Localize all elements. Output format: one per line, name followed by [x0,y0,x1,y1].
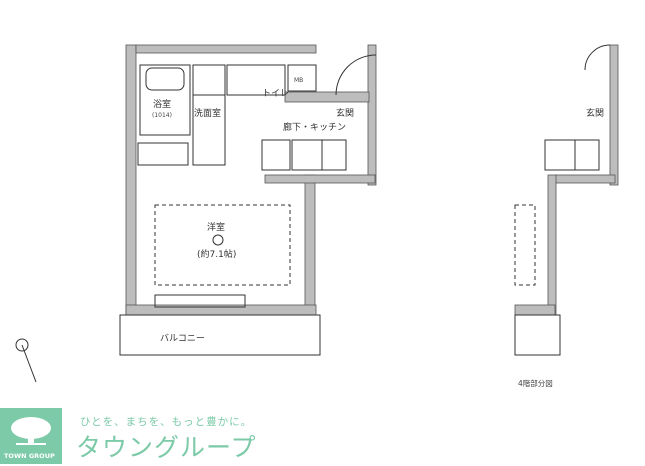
wall-mid [264,174,376,184]
partial-wall-lower [547,174,557,316]
town-group-logo: TOWN GROUP [0,408,62,464]
washroom-outline [192,94,226,166]
partial-balcony [514,314,561,356]
ceiling-light-icon [212,234,224,246]
fridge-space [261,139,291,171]
partial-wall-right [609,44,619,186]
partial-entrance-label: 玄関 [586,107,604,119]
toilet-label: トイレ [262,89,289,99]
wall-inner [284,91,370,103]
bathtub [145,67,185,91]
partial-stove [574,139,600,171]
brand-tagline: ひとを、まちを、もっと豊かに。 [80,416,253,428]
partial-wall-bottom [514,304,556,316]
wall-top [135,44,317,54]
partial-wall-mid [554,174,616,184]
sink [291,139,323,171]
bath-label: 浴室 [153,98,171,110]
window-sash [154,294,246,308]
logo-text: TOWN GROUP [4,452,55,460]
brand-name: タウングループ [76,433,257,462]
washer-area [192,64,226,96]
compass-icon [15,338,29,352]
western-room-label: 洋室 [207,221,225,233]
partial-door-swing [584,44,611,71]
partial-ceiling [514,204,536,286]
western-room-size: (約7.1帖) [197,248,236,260]
compass-north-line [21,344,37,383]
mb-outline [287,64,317,92]
tree-icon [11,417,51,445]
mb-label: MB [294,77,303,84]
corridor-kitchen-label: 廊下・キッチン [283,121,346,133]
wall-right-lower [304,174,316,316]
partial-plan-caption: 4階部分図 [518,378,553,388]
bath-outline [139,64,191,136]
ceiling-outline [154,204,291,286]
wall-right [367,44,377,186]
shelf [137,142,189,166]
partial-sink [544,139,576,171]
entrance-door-swing [335,54,377,96]
entrance-label: 玄関 [336,107,354,119]
balcony-outline [119,314,321,356]
stove [321,139,347,171]
toilet-outline [226,64,286,96]
wall-left [125,44,137,316]
bath-size: (1014) [152,112,172,119]
balcony-label: バルコニー [160,333,205,344]
washroom-label: 洗面室 [194,107,221,119]
